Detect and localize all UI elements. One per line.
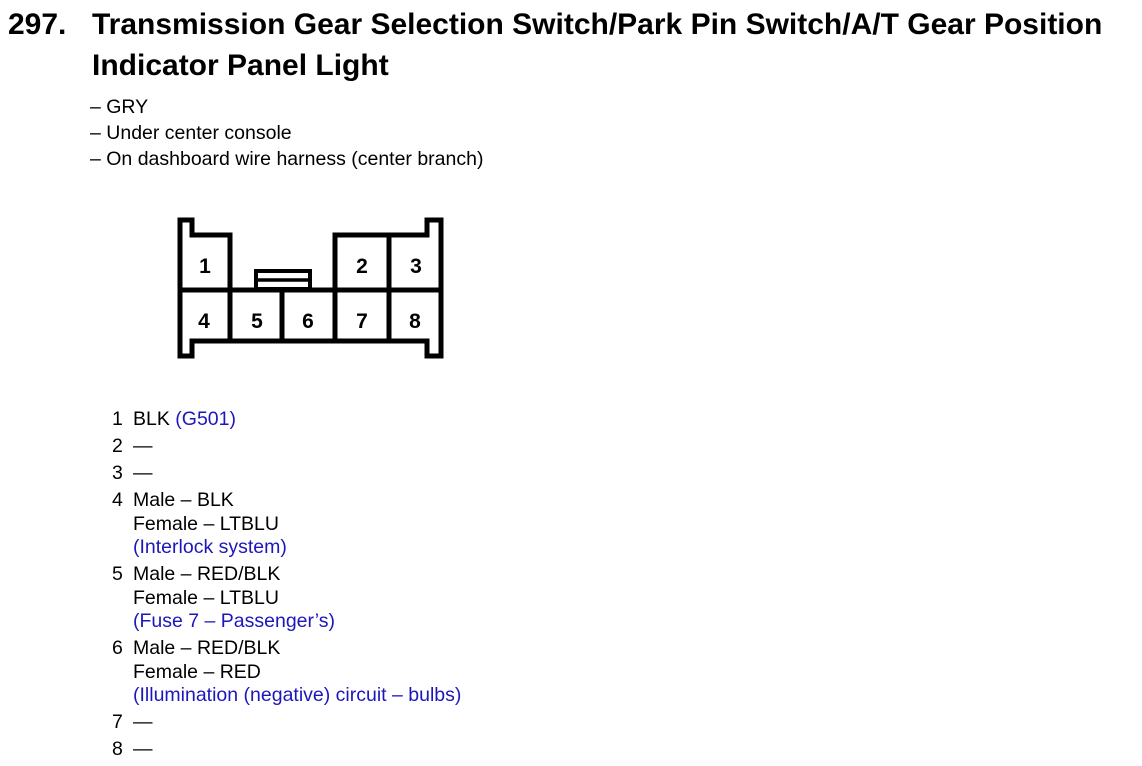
- connector-pin-8: 8: [409, 310, 421, 333]
- pin-entry-number: 4: [112, 489, 123, 511]
- pin-wire-text: Female – LTBLU: [133, 512, 279, 535]
- connector-pin-7: 7: [356, 310, 368, 333]
- detail-line: – On dashboard wire harness (center bran…: [90, 148, 484, 170]
- pin-wire-text: —: [133, 711, 153, 733]
- connector-pin-1: 1: [199, 255, 211, 278]
- pin-wire-text: Female – RED: [133, 660, 261, 683]
- pin-entry-3: 3—: [112, 462, 461, 486]
- pin-entry-line: (Fuse 7 – Passenger’s): [133, 610, 335, 634]
- cavity-dividers: [227, 235, 392, 341]
- pin-entry-line: (Illumination (negative) circuit – bulbs…: [133, 684, 461, 708]
- pin-wire-text: Male – BLK: [133, 489, 234, 511]
- pin-wire-text: BLK: [133, 408, 176, 430]
- pin-entry-8: 8—: [112, 738, 461, 762]
- pin-annotation: (Interlock system): [133, 536, 287, 558]
- pin-annotation: (Illumination (negative) circuit – bulbs…: [133, 684, 462, 706]
- pin-annotation: (Fuse 7 – Passenger’s): [133, 610, 335, 632]
- pin-entry-number: 5: [112, 563, 123, 585]
- pin-entry-line: Male – BLK: [133, 489, 287, 513]
- connector-outline: [177, 217, 444, 359]
- connector-pin-3: 3: [410, 255, 422, 278]
- detail-line: – Under center console: [90, 122, 292, 144]
- pin-entry-line: Female – RED: [133, 661, 461, 685]
- latch: [254, 269, 312, 291]
- connector-details: – GRY – Under center console – On dashboar…: [90, 94, 483, 172]
- pin-wire-text: —: [133, 462, 153, 484]
- pin-entry-7: 7—: [112, 711, 461, 735]
- pin-annotation: (G501): [175, 408, 236, 430]
- pin-entry-number: 1: [112, 408, 123, 430]
- connector-pin-4: 4: [198, 310, 210, 333]
- pin-entry-line: —: [133, 711, 153, 735]
- section-number: 297.: [8, 8, 67, 41]
- pin-entry-line: Female – LTBLU: [133, 513, 287, 537]
- pin-entry-lines: —: [133, 435, 153, 459]
- connector-pin-5: 5: [251, 310, 263, 333]
- connector-pin-labels: 1 2 3 4 5 6 7 8: [198, 255, 422, 333]
- pin-entry-line: (Interlock system): [133, 536, 287, 560]
- page-title: Transmission Gear Selection Switch/Park …: [92, 8, 1103, 82]
- pin-entry-lines: —: [133, 462, 153, 486]
- pin-wire-text: Male – RED/BLK: [133, 637, 281, 659]
- pin-entry-2: 2—: [112, 435, 461, 459]
- connector-pin-6: 6: [302, 310, 314, 333]
- pin-entry-line: —: [133, 738, 153, 762]
- detail-line: – GRY: [90, 96, 149, 118]
- pin-entry-number: 2: [112, 435, 123, 457]
- pin-entry-lines: —: [133, 738, 153, 762]
- pin-entry-line: —: [133, 435, 153, 459]
- pin-entry-number: 7: [112, 711, 123, 733]
- pin-entry-line: —: [133, 462, 153, 486]
- pin-wire-text: —: [133, 738, 153, 760]
- pin-entry-lines: BLK (G501): [133, 408, 236, 432]
- pin-entry-number: 8: [112, 738, 123, 760]
- section-heading: 297. Transmission Gear Selection Switch/…: [8, 4, 1140, 86]
- pin-entry-line: Male – RED/BLK: [133, 637, 461, 661]
- pin-wire-text: —: [133, 435, 153, 457]
- pin-entry-lines: —: [133, 711, 153, 735]
- pin-wire-text: Female – LTBLU: [133, 586, 279, 609]
- pin-entry-1: 1 BLK (G501): [112, 408, 461, 432]
- pin-entry-number: 3: [112, 462, 123, 484]
- connector-pin-2: 2: [356, 255, 368, 278]
- pin-entry-number: 6: [112, 637, 123, 659]
- pin-entry-line: Female – LTBLU: [133, 587, 335, 611]
- pin-wire-text: Male – RED/BLK: [133, 563, 281, 585]
- pin-entry-line: BLK (G501): [133, 408, 236, 432]
- pin-entry-line: Male – RED/BLK: [133, 563, 335, 587]
